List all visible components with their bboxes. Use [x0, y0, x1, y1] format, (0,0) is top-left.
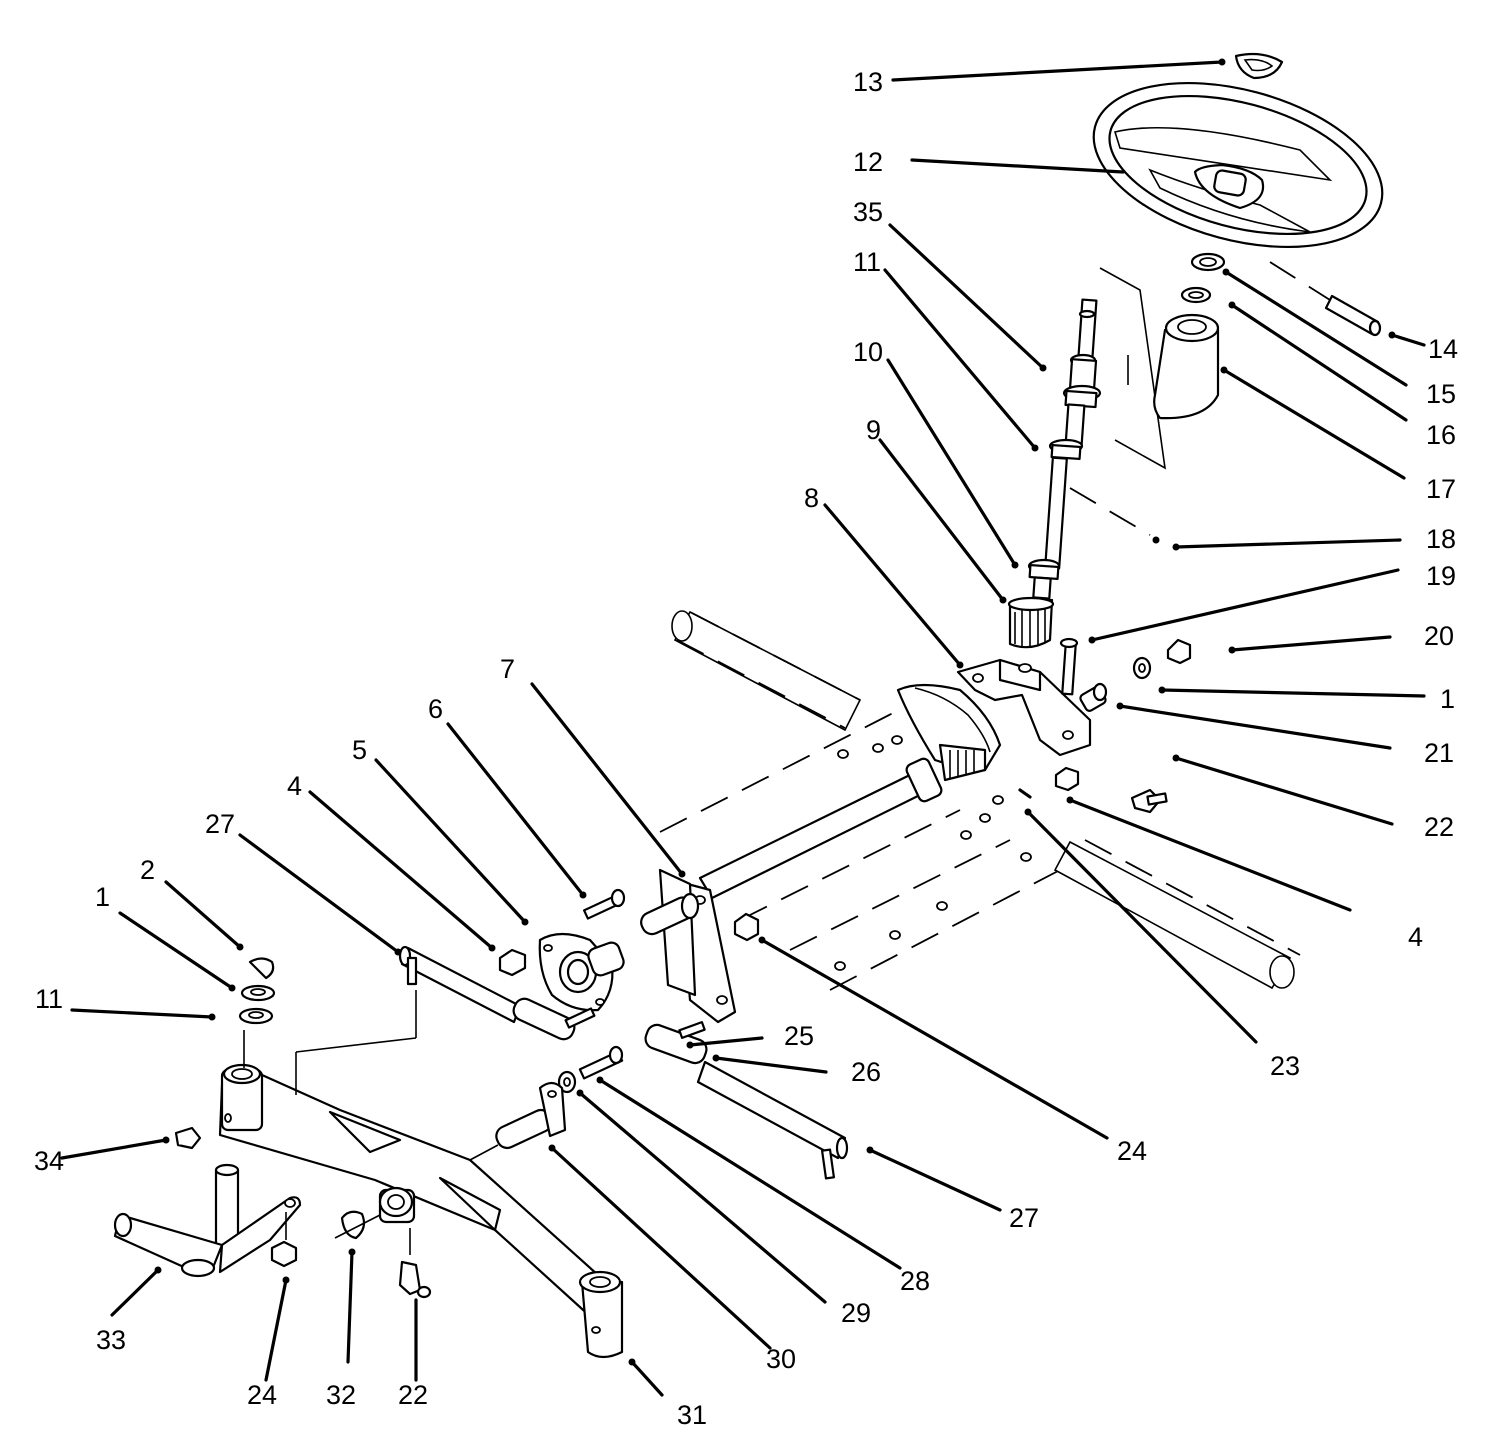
callout-33: 33	[96, 1325, 126, 1355]
bolt-28	[578, 1045, 624, 1080]
callout-32: 32	[326, 1380, 356, 1410]
callout-10: 10	[853, 337, 883, 367]
callout-29: 29	[841, 1298, 871, 1328]
callout-15: 15	[1426, 379, 1456, 409]
right-hardware	[1018, 637, 1192, 814]
bolt-6	[582, 888, 626, 920]
steering-wheel-cap	[1234, 52, 1284, 80]
callout-6: 6	[428, 694, 443, 724]
callout-21: 21	[1424, 738, 1454, 768]
steering-wheel	[1092, 81, 1384, 249]
callout-22-lower: 22	[398, 1380, 428, 1410]
callout-24-lower: 24	[247, 1380, 277, 1410]
pivot-pin	[495, 1081, 567, 1150]
callout-1-left: 1	[95, 882, 110, 912]
pivot-plate	[640, 868, 737, 1024]
pinion-gear	[1007, 596, 1055, 649]
phantom-lines	[243, 355, 1129, 1255]
leader-dots	[154, 58, 1396, 1366]
tie-rod-right	[644, 1021, 849, 1180]
callout-18: 18	[1426, 524, 1456, 554]
callout-25: 25	[784, 1021, 814, 1051]
callout-20: 20	[1424, 621, 1454, 651]
callout-16: 16	[1426, 420, 1456, 450]
callout-26: 26	[851, 1057, 881, 1087]
sector-gear	[896, 683, 1002, 782]
callout-22-right: 22	[1424, 812, 1454, 842]
callout-27-left: 27	[205, 809, 235, 839]
callout-11-left: 11	[35, 984, 63, 1014]
callout-4-left: 4	[287, 771, 302, 801]
column-tube	[1069, 252, 1382, 536]
callout-7: 7	[500, 654, 515, 684]
front-axle	[218, 1063, 624, 1359]
callout-24-center: 24	[1117, 1136, 1147, 1166]
callout-4-right: 4	[1408, 922, 1423, 952]
callout-5: 5	[352, 735, 367, 765]
tie-rod-left	[398, 945, 596, 1041]
callout-1-right: 1	[1440, 684, 1455, 714]
callout-34: 34	[34, 1146, 64, 1176]
callout-9: 9	[866, 415, 881, 445]
nut-24-center	[733, 912, 760, 942]
bearing-flange	[538, 932, 625, 1012]
callout-2: 2	[140, 855, 155, 885]
callout-27-right: 27	[1009, 1203, 1039, 1233]
washer-29	[557, 1070, 577, 1094]
callout-14: 14	[1428, 334, 1458, 364]
callout-12: 12	[853, 147, 883, 177]
callout-35: 35	[853, 197, 883, 227]
callout-28: 28	[900, 1266, 930, 1296]
nut-4-left	[498, 948, 527, 977]
spindle	[113, 1163, 302, 1278]
phantom-frame	[659, 610, 1301, 991]
callout-labels: 13 12 35 11 10 9 8 7 6 5 4 27 2 1 11 34 …	[34, 67, 1458, 1430]
drag-link	[698, 757, 943, 900]
left-hardware	[174, 957, 432, 1299]
callout-23: 23	[1270, 1051, 1300, 1081]
callout-19: 19	[1426, 561, 1456, 591]
callout-30: 30	[766, 1344, 796, 1374]
callout-31: 31	[677, 1400, 707, 1430]
callout-17: 17	[1426, 474, 1456, 504]
support-bracket	[956, 658, 1092, 757]
steering-shaft	[1027, 267, 1167, 600]
callout-11-upper: 11	[853, 247, 881, 277]
leader-lines	[60, 60, 1426, 1397]
callout-8: 8	[804, 483, 819, 513]
callout-13: 13	[853, 67, 883, 97]
